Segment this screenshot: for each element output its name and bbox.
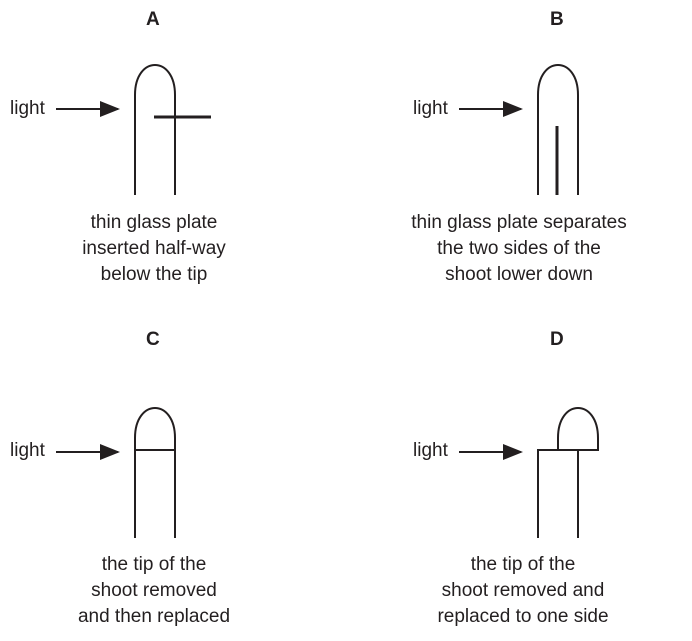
panel-label-d: D — [550, 329, 564, 350]
panel-c: C light the tip of the shoot removed and… — [0, 320, 346, 640]
shoot-diagram-b — [459, 64, 579, 195]
caption-d: the tip of the shoot removed and replace… — [346, 552, 692, 630]
caption-c: the tip of the shoot removed and then re… — [0, 552, 308, 630]
shoot-stem-d — [537, 449, 579, 538]
light-label-b: light — [413, 98, 448, 119]
caption-c-line-1: the tip of the — [101, 554, 207, 575]
caption-b-line-1: thin glass plate separates — [411, 212, 627, 233]
caption-b-line-3: shoot lower down — [445, 264, 593, 285]
panel-label-c: C — [146, 329, 160, 350]
caption-c-line-2: shoot removed — [91, 580, 217, 601]
panel-b: B light thin glass plate separates the t… — [346, 0, 692, 320]
caption-d-line-3: replaced to one side — [437, 606, 609, 627]
caption-a: thin glass plate inserted half-way below… — [0, 210, 308, 288]
shoot-diagram-d — [459, 407, 599, 538]
shoot-tip-d — [557, 407, 599, 451]
caption-b: thin glass plate separates the two sides… — [346, 210, 692, 288]
caption-a-line-2: inserted half-way — [82, 238, 226, 259]
caption-d-line-2: shoot removed and — [441, 580, 605, 601]
caption-d-line-1: the tip of the — [470, 554, 576, 575]
panel-d: D light the tip of the shoot removed and… — [346, 320, 692, 640]
shoot-diagram-c — [56, 407, 176, 538]
caption-a-line-3: below the tip — [100, 264, 208, 285]
shoot-outline-a — [134, 64, 176, 195]
caption-b-line-2: the two sides of the — [437, 238, 601, 259]
shoot-diagram-a — [56, 64, 211, 195]
shoot-tip-c — [134, 407, 176, 451]
caption-a-line-1: thin glass plate — [90, 212, 218, 233]
panel-label-a: A — [146, 9, 160, 30]
light-label-d: light — [413, 440, 448, 461]
shoot-stem-c — [134, 450, 176, 538]
panel-label-b: B — [550, 9, 564, 30]
caption-c-line-3: and then replaced — [77, 606, 231, 627]
light-label-a: light — [10, 98, 45, 119]
light-label-c: light — [10, 440, 45, 461]
panel-a: A light thin glass plate inserted half-w… — [0, 0, 346, 320]
shoot-outline-b — [537, 64, 579, 195]
